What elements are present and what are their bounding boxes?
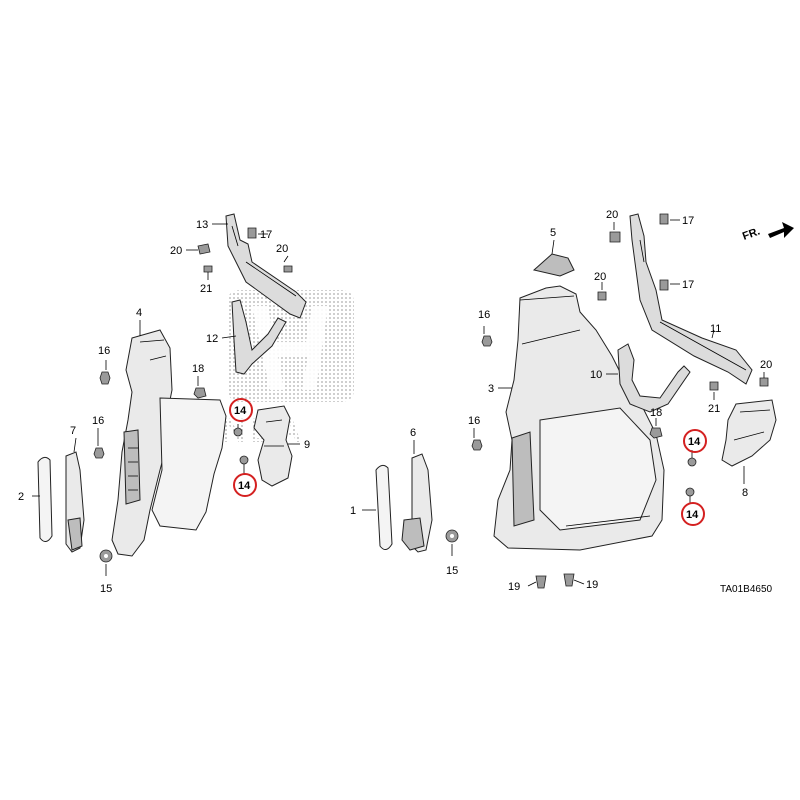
fastener-16-left-a [99, 371, 111, 385]
part-5-cap [532, 253, 575, 277]
fastener-15-center [445, 529, 459, 543]
fastener-14-right-b [685, 487, 695, 497]
fastener-20-left-b [283, 265, 293, 273]
fastener-14-left-a [233, 427, 243, 437]
part-11-bracket [629, 213, 753, 385]
callout-13: 13 [196, 219, 208, 231]
fastener-19-right-b [563, 573, 575, 587]
callout-17-right-b: 17 [682, 279, 694, 291]
callout-21-left: 21 [200, 283, 212, 295]
fastener-20-right-b [597, 291, 607, 301]
highlight-circles [229, 398, 707, 526]
fastener-21-right [709, 381, 719, 391]
fastener-17-left [247, 227, 257, 239]
fastener-16-right-b [471, 439, 483, 451]
part-2-garnish [37, 456, 53, 542]
callout-6: 6 [410, 427, 416, 439]
part-8-cover [721, 399, 777, 467]
callout-14-left-bottom: 14 [238, 480, 251, 492]
part-7-garnish [65, 451, 85, 553]
callout-18-left: 18 [192, 363, 204, 375]
highlight-circle-14-right-top [683, 429, 707, 453]
callout-17-right-a: 17 [682, 215, 694, 227]
callout-20-left-b: 20 [276, 243, 288, 255]
callout-16-left-a: 16 [98, 345, 110, 357]
fastener-14-left-b [239, 455, 249, 465]
part-9-cover [253, 405, 293, 487]
callout-14-right-top: 14 [688, 436, 701, 448]
callout-5: 5 [550, 227, 556, 239]
part-6-garnish [401, 453, 433, 553]
fastener-17-right-a [659, 213, 669, 225]
highlight-circle-14-right-bottom [681, 502, 705, 526]
callout-19-right-a: 19 [508, 581, 520, 593]
callout-15-center: 15 [446, 565, 458, 577]
callout-20-right-a: 20 [606, 209, 618, 221]
callout-3: 3 [488, 383, 494, 395]
callout-16-left-b: 16 [92, 415, 104, 427]
part-1-garnish [375, 464, 393, 550]
callout-9: 9 [304, 439, 310, 451]
callout-8: 8 [742, 487, 748, 499]
callout-14-right-bottom: 14 [686, 509, 699, 521]
fastener-20-left [197, 243, 211, 255]
fastener-20-right-a [609, 231, 621, 243]
callout-20-right-c: 20 [760, 359, 772, 371]
fastener-14-right-a [687, 457, 697, 467]
diagram-code: TA01B4650 [720, 584, 773, 595]
fastener-21-left [203, 265, 213, 273]
part-4-pillar-trim [111, 329, 227, 557]
callout-14-left-top: 14 [234, 405, 247, 417]
part-12-bracket [231, 299, 287, 375]
callout-4: 4 [136, 307, 142, 319]
callout-18-right: 18 [650, 407, 662, 419]
fastener-20-right-c [759, 377, 769, 387]
callout-20-left-a: 20 [170, 245, 182, 257]
fastener-19-right-a [535, 575, 547, 589]
fastener-18-right [649, 427, 663, 439]
leader-lines [32, 219, 765, 587]
front-arrow-icon [768, 222, 794, 238]
callout-1: 1 [350, 505, 356, 517]
callout-20-right-b: 20 [594, 271, 606, 283]
callout-12: 12 [206, 333, 218, 345]
part-10-bracket [617, 343, 691, 413]
fastener-16-left-b [93, 447, 105, 459]
callout-16-right-a: 16 [478, 309, 490, 321]
callout-2: 2 [18, 491, 24, 503]
callout-16-right-b: 16 [468, 415, 480, 427]
callout-10: 10 [590, 369, 602, 381]
part-3-side-trim [493, 285, 665, 551]
highlight-circle-14-left-bottom [233, 473, 257, 497]
part-13-upper-bracket [225, 213, 307, 319]
callout-17-left: 17 [260, 229, 272, 241]
fastener-16-right-a [481, 335, 493, 347]
fastener-17-right-b [659, 279, 669, 291]
callout-15-left: 15 [100, 583, 112, 595]
fastener-18-left [193, 387, 207, 399]
callout-7: 7 [70, 425, 76, 437]
callout-21-right: 21 [708, 403, 720, 415]
front-direction-indicator: FR. [741, 222, 794, 243]
callout-19-right-b: 19 [586, 579, 598, 591]
callout-11: 11 [710, 323, 721, 335]
front-direction-label: FR. [741, 225, 762, 242]
highlight-circle-14-left-top [229, 398, 253, 422]
fastener-15-left [99, 549, 113, 563]
callout-labels: 13 17 20 20 21 12 4 16 16 18 7 2 15 14 1… [18, 209, 772, 595]
